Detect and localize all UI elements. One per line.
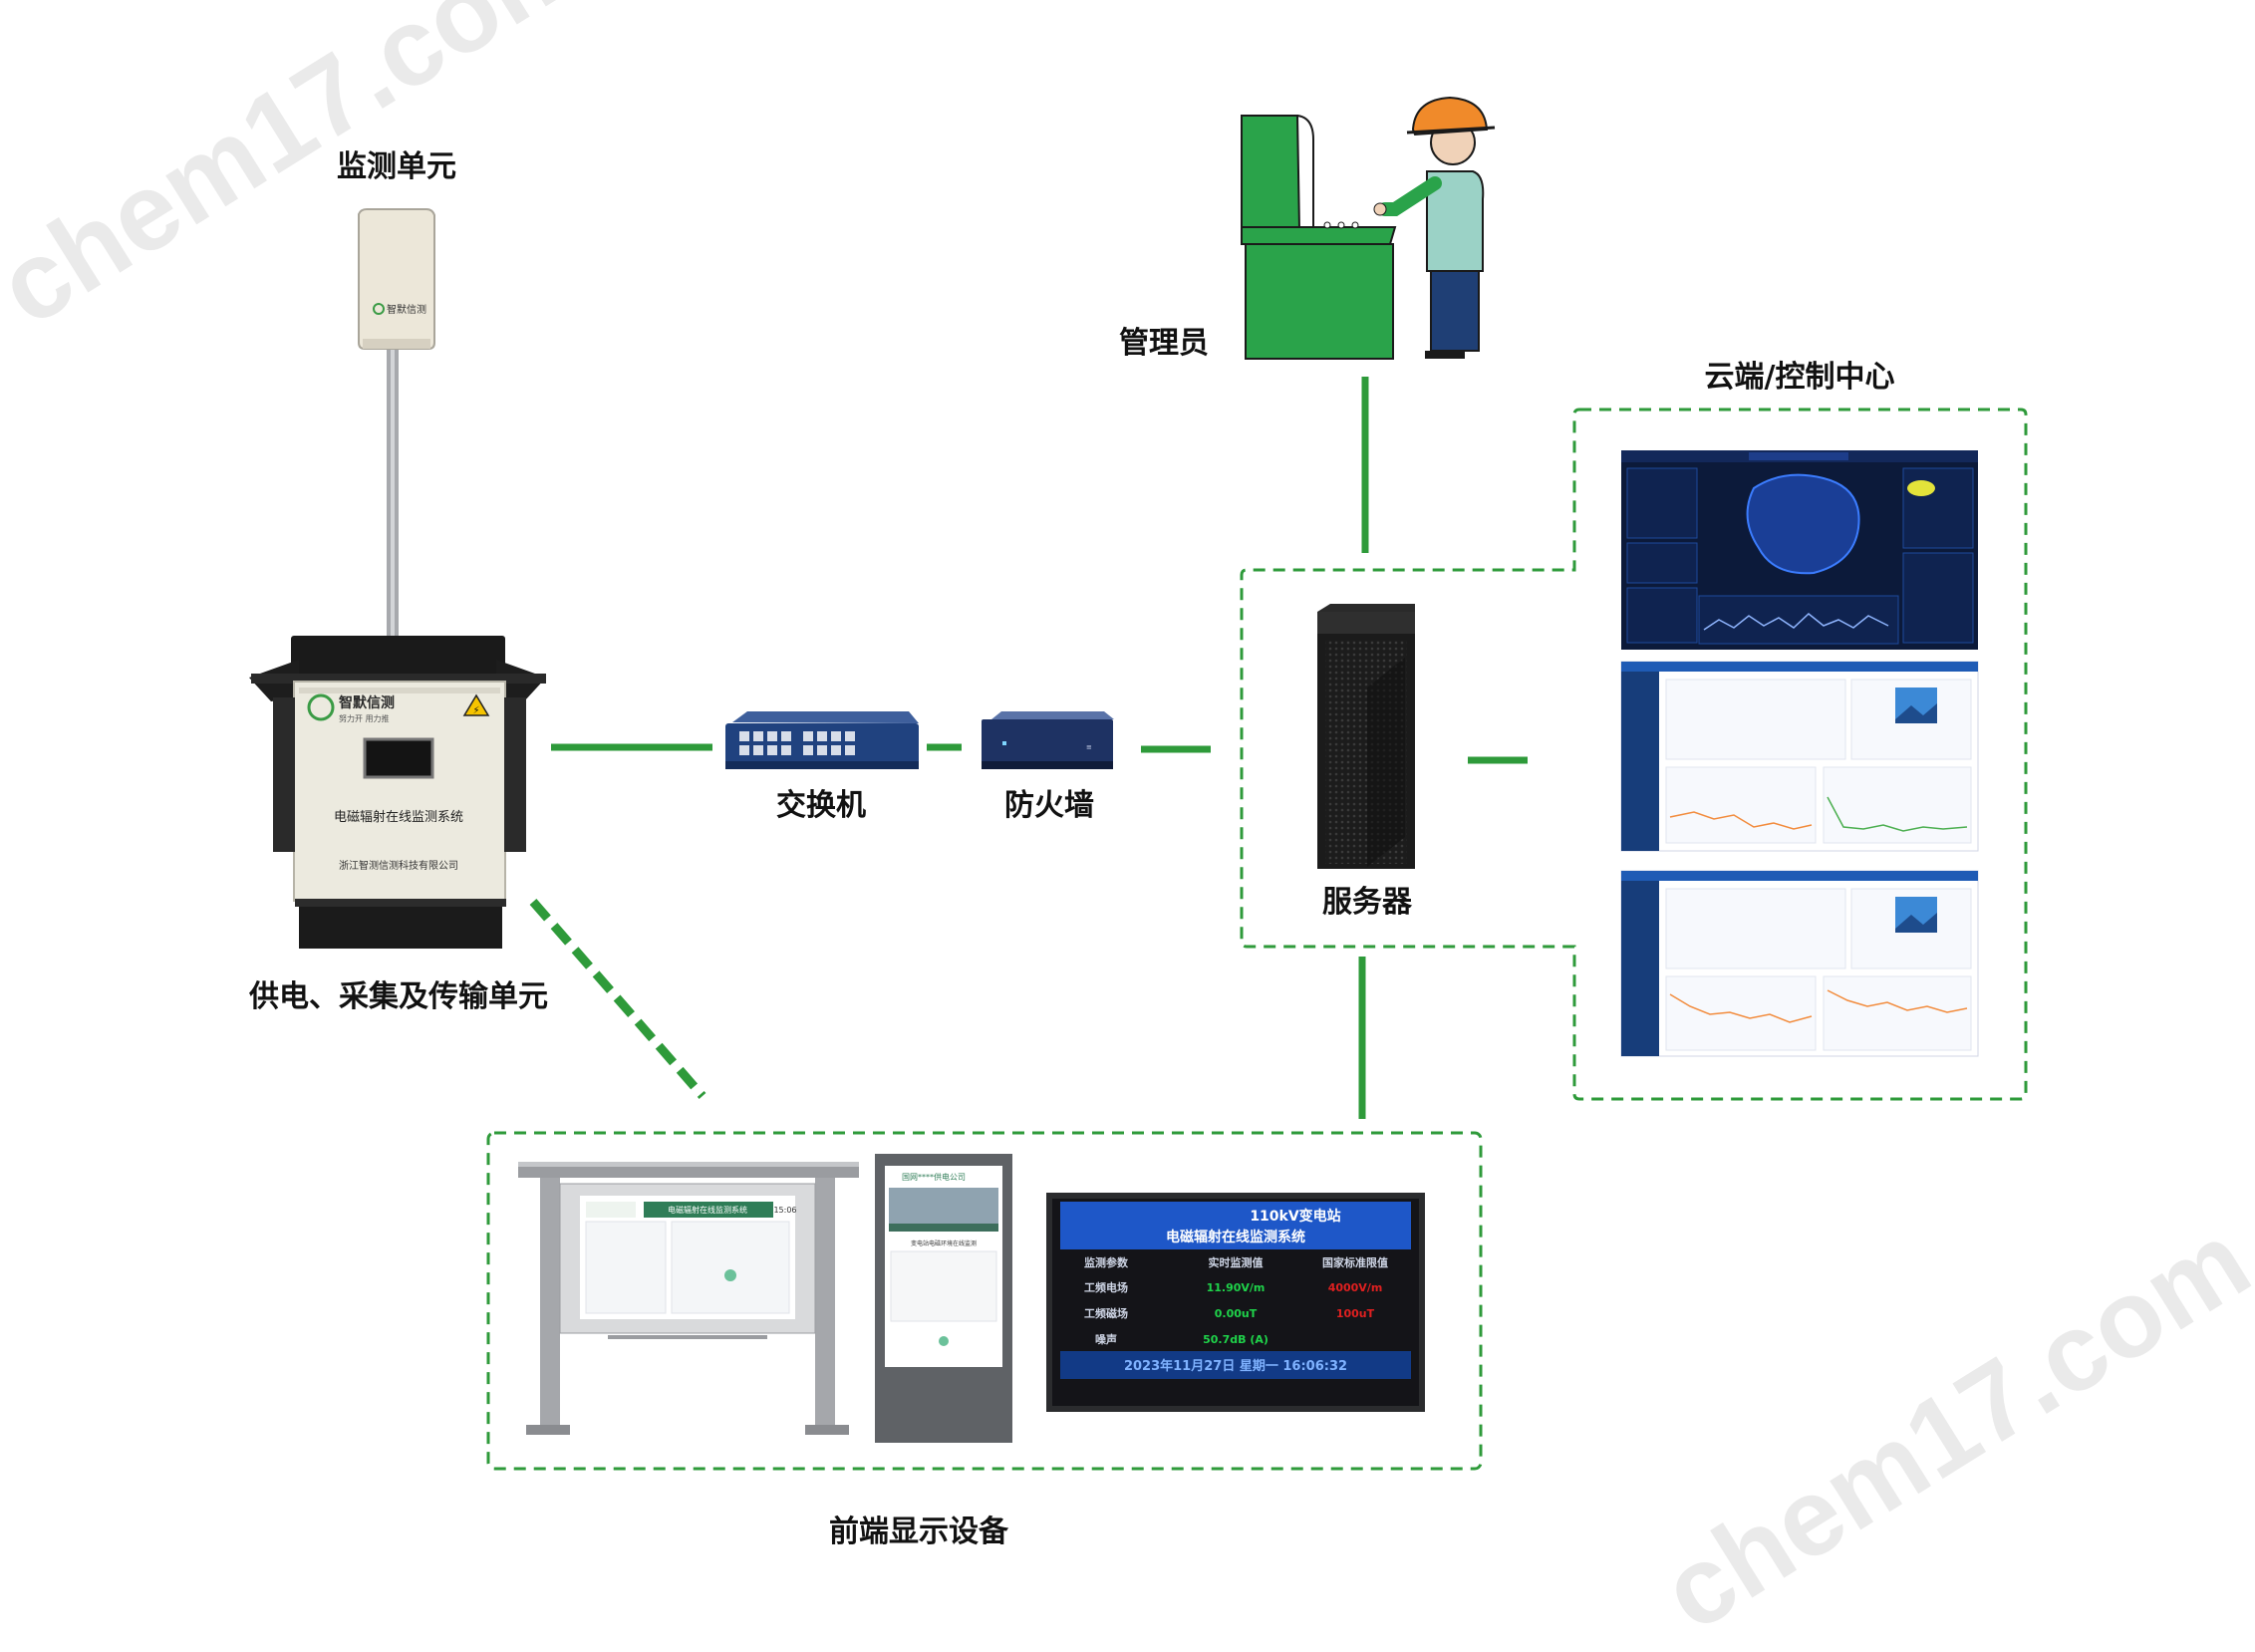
front-display-group-border: [486, 1131, 1483, 1471]
switch-port: [739, 745, 749, 755]
label-server: 服务器: [1322, 885, 1413, 920]
server-cloud-group-border: [1240, 408, 2028, 1101]
led-row-value: 0.00uT: [1215, 1307, 1258, 1320]
administrator-icon: [1241, 96, 1496, 360]
sensor-brand-text: 智默信测: [387, 303, 426, 316]
switch-port: [781, 731, 791, 741]
cabinet-title-text: 电磁辐射在线监测系统: [334, 809, 463, 825]
svg-text:chem17.com: chem17.com: [0, 0, 606, 349]
watermark-bottom: chem17.com: [1642, 1199, 2255, 1652]
watermark-top: chem17.com: [0, 0, 606, 349]
switch-port: [831, 745, 841, 755]
firewall-icon: ≡: [982, 711, 1114, 769]
cabinet-slogan-text: 努力开 用力推: [339, 713, 390, 723]
led-row-limit: 4000V/m: [1328, 1281, 1383, 1294]
label-monitoring-unit: 监测单元: [337, 149, 456, 184]
board-title-text: 电磁辐射在线监测系统: [668, 1205, 747, 1215]
kiosk-title-text: 国网****供电公司: [902, 1172, 966, 1182]
dashboard-icon: [1621, 450, 1978, 650]
label-admin: 管理员: [1119, 326, 1209, 361]
link-cabinet-display-wireless: [529, 899, 706, 1099]
switch-port: [781, 745, 791, 755]
switch-port: [739, 731, 749, 741]
label-firewall: 防火墙: [1004, 788, 1094, 823]
led-row-value: 50.7dB (A): [1203, 1333, 1268, 1346]
switch-port: [767, 745, 777, 755]
switch-port: [767, 731, 777, 741]
led-row-limit: 100uT: [1336, 1307, 1375, 1320]
kiosk-subtitle-text: 变电站电磁环境在线监测: [911, 1239, 977, 1247]
connection-lines: [529, 377, 1528, 1119]
switch-icon: [725, 711, 919, 769]
cabinet-company-text: 浙江智测信测科技有限公司: [339, 859, 458, 872]
led-station-text: 110kV变电站: [1250, 1208, 1340, 1225]
led-row-name: 工频磁场: [1084, 1306, 1128, 1320]
led-datetime-text: 2023年11月27日 星期一 16:06:32: [1124, 1358, 1347, 1374]
svg-text:chem17.com: chem17.com: [1642, 1199, 2255, 1652]
group-borders: [486, 408, 2028, 1471]
switch-port: [753, 745, 763, 755]
switch-port: [845, 731, 855, 741]
led-system-text: 电磁辐射在线监测系统: [1166, 1229, 1305, 1245]
switch-port: [803, 745, 813, 755]
led-header-2: 国家标准限值: [1322, 1255, 1388, 1269]
web-dashboard-2: [1620, 870, 1979, 1057]
switch-port: [817, 731, 827, 741]
cabinet-icon: 智默信测 努力开 用力推 ⚡ 电磁辐射在线监测系统 浙江智测信测科技有限公司: [249, 636, 546, 949]
switch-ports: [739, 731, 855, 755]
led-header-1: 实时监测值: [1209, 1255, 1264, 1269]
switch-port: [803, 731, 813, 741]
switch-port: [845, 745, 855, 755]
led-row-name: 工频电场: [1084, 1280, 1128, 1294]
server-icon: [1317, 604, 1415, 869]
label-cloud: 云端/控制中心: [1705, 360, 1895, 395]
switch-port: [831, 731, 841, 741]
switch-port: [817, 745, 827, 755]
switch-port: [753, 731, 763, 741]
board-time-text: 15:06: [773, 1206, 796, 1215]
led-row-name: 噪声: [1095, 1332, 1117, 1346]
led-row-value: 11.90V/m: [1207, 1281, 1266, 1294]
display-board-icon: 电磁辐射在线监测系统 15:06: [518, 1162, 859, 1435]
label-front-display: 前端显示设备: [829, 1514, 1009, 1549]
svg-text:≡: ≡: [1086, 743, 1092, 751]
cabinet-brand-text: 智默信测: [338, 694, 395, 711]
led-header-0: 监测参数: [1084, 1255, 1129, 1269]
web-dashboard-1: [1620, 661, 1979, 852]
svg-text:⚡: ⚡: [472, 705, 479, 716]
label-switch: 交换机: [776, 788, 866, 823]
monitor-sensor-icon: 智默信测: [358, 208, 435, 648]
kiosk-icon: 国网****供电公司 变电站电磁环境在线监测: [875, 1154, 1012, 1443]
label-power-unit: 供电、采集及传输单元: [248, 979, 548, 1014]
